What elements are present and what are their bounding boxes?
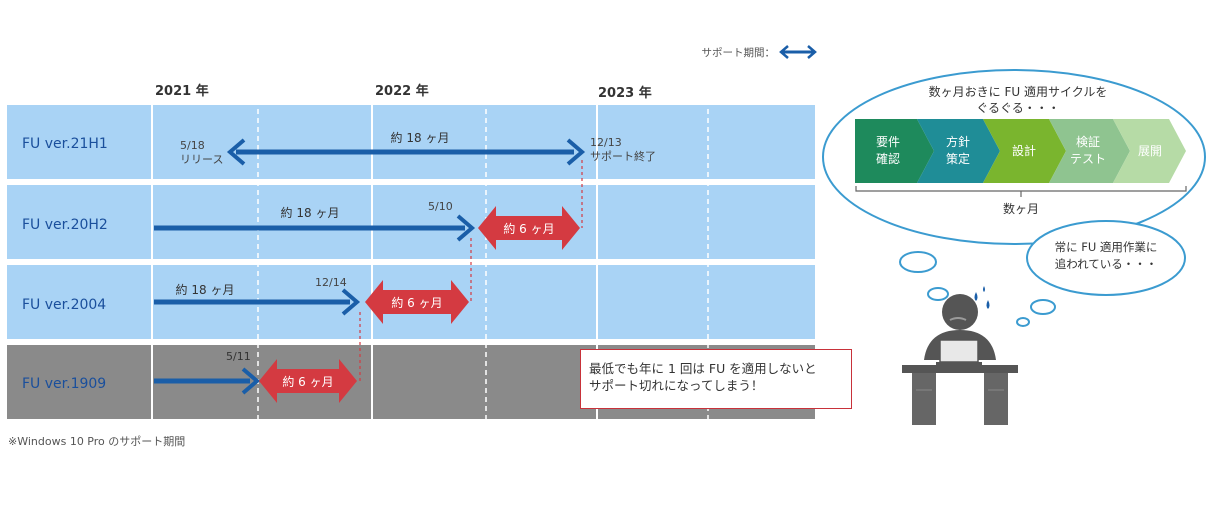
end-date-20h2: 5/10 xyxy=(428,200,453,213)
laptop-icon xyxy=(936,339,982,365)
year-2022: 2022 年 xyxy=(375,83,429,99)
year-2023: 2023 年 xyxy=(598,85,652,101)
cycle-step-1-l2: 確認 xyxy=(876,151,900,166)
year-2021: 2021 年 xyxy=(155,83,209,99)
row-20h2-background xyxy=(7,185,815,259)
support-arrow-21h1 xyxy=(226,138,586,166)
cycle-step-4-l2: テスト xyxy=(1070,152,1106,166)
row-label-21h1: FU ver.21H1 xyxy=(22,136,108,152)
thought-line1: 数ヶ月おきに FU 適用サイクルを xyxy=(929,84,1108,99)
extension-arrow-20h2 xyxy=(478,206,580,250)
cycle-step-2-l2: 策定 xyxy=(946,151,970,166)
end-note-21h1: サポート終了 xyxy=(590,149,656,163)
cycle-step-1 xyxy=(855,119,934,183)
callout-line2: サポート切れになってしまう！ xyxy=(589,378,764,393)
cycle-step-5-l1: 展開 xyxy=(1138,144,1162,158)
release-date-21h1: 5/18 xyxy=(180,139,205,152)
cycle-step-4-l1: 検証 xyxy=(1076,135,1100,149)
end-date-2004: 12/14 xyxy=(315,276,347,289)
row-label-20h2: FU ver.20H2 xyxy=(22,217,108,233)
cycle-step-2-l1: 方針 xyxy=(946,134,970,149)
cycle-process xyxy=(855,119,1186,183)
extension-label-20h2: 約 6 ヶ月 xyxy=(503,221,554,236)
end-date-1909: 5/11 xyxy=(226,350,251,363)
span-label-20h2: 約 18 ヶ月 xyxy=(281,205,340,220)
legend-label: サポート期間： xyxy=(702,47,776,59)
span-label-2004: 約 18 ヶ月 xyxy=(176,282,235,297)
cycle-step-5 xyxy=(1113,119,1186,183)
support-arrow-20h2 xyxy=(154,214,476,242)
callout-line1: 最低でも年に 1 回は FU を適用しないと xyxy=(589,361,817,376)
row-21h1-background xyxy=(7,105,815,179)
desk-icon xyxy=(902,365,1018,425)
cycle-step-3-l1: 設計 xyxy=(1012,143,1036,158)
warning-callout: 最低でも年に 1 回は FU を適用しないと サポート切れになってしまう！ xyxy=(580,349,852,409)
thought-trail xyxy=(899,251,1056,327)
cycle-step-2 xyxy=(917,119,1000,183)
extension-arrow-1909 xyxy=(259,359,357,403)
extension-label-2004: 約 6 ヶ月 xyxy=(391,295,442,310)
period-label: 数ヶ月 xyxy=(1003,201,1039,216)
small-thought-line1: 常に FU 適用作業に xyxy=(1055,240,1158,254)
support-arrow-1909 xyxy=(154,367,261,395)
row-label-2004: FU ver.2004 xyxy=(22,297,106,313)
release-note-21h1: リリース xyxy=(180,153,223,166)
thought-line2: ぐるぐる・・・ xyxy=(976,101,1060,115)
footnote: ※Windows 10 Pro のサポート期間 xyxy=(8,435,186,448)
cycle-step-1-l1: 要件 xyxy=(876,135,900,149)
cycle-step-4 xyxy=(1049,119,1130,183)
cycle-step-3 xyxy=(983,119,1066,183)
small-thought-bubble xyxy=(1026,220,1186,296)
extension-arrow-2004 xyxy=(365,280,469,324)
support-arrow-2004 xyxy=(154,288,361,316)
small-thought-line2: 追われている・・・ xyxy=(1055,257,1158,271)
period-bracket xyxy=(855,186,1187,197)
extension-label-1909: 約 6 ヶ月 xyxy=(282,374,333,389)
span-label-21h1: 約 18 ヶ月 xyxy=(391,130,450,145)
end-date-21h1: 12/13 xyxy=(590,136,622,149)
row-label-1909: FU ver.1909 xyxy=(22,376,106,392)
legend-double-arrow xyxy=(779,45,817,59)
